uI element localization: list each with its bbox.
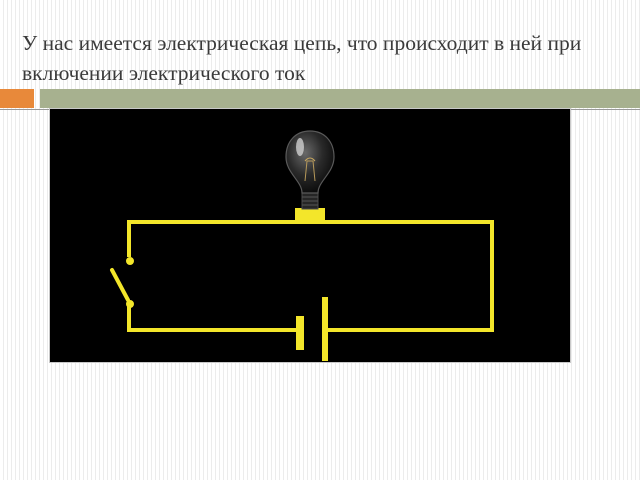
switch-lever bbox=[110, 268, 130, 302]
divider-accent-orange bbox=[0, 89, 34, 108]
switch-contact-bottom bbox=[126, 300, 134, 308]
bulb-glass bbox=[285, 130, 335, 194]
battery-negative-plate bbox=[296, 316, 304, 350]
divider-accent-green bbox=[40, 89, 640, 108]
battery bbox=[296, 297, 328, 361]
circuit-svg bbox=[110, 130, 494, 361]
circuit-wires bbox=[127, 220, 494, 332]
battery-positive-plate bbox=[322, 297, 328, 361]
switch bbox=[110, 257, 134, 308]
title-divider bbox=[0, 89, 640, 110]
light-bulb-icon bbox=[285, 130, 335, 224]
circuit-diagram bbox=[50, 109, 570, 362]
bulb-socket bbox=[295, 208, 325, 224]
slide-title: У нас имеется электрическая цепь, что пр… bbox=[22, 31, 582, 85]
switch-contact-top bbox=[126, 257, 134, 265]
